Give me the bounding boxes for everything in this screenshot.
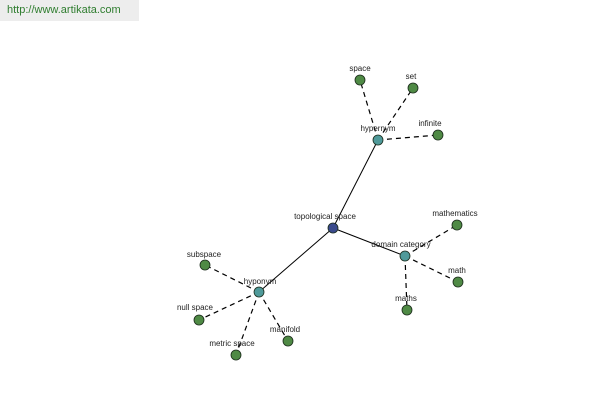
label-maths: maths xyxy=(395,294,417,303)
label-set: set xyxy=(406,72,417,81)
edge-hyponym-null-space xyxy=(198,291,260,321)
node-manifold[interactable] xyxy=(282,335,294,347)
label-subspace: subspace xyxy=(187,250,222,259)
node-subspace[interactable] xyxy=(199,259,211,271)
node-metric-space[interactable] xyxy=(230,349,242,361)
edge-hyponym-subspace xyxy=(204,264,260,293)
source-bar: http://www.artikata.com xyxy=(0,0,139,21)
label-infinite: infinite xyxy=(418,119,442,128)
source-link[interactable]: http://www.artikata.com xyxy=(7,4,121,16)
label-domain-category: domain category xyxy=(371,240,430,249)
label-metric-space: metric space xyxy=(209,339,255,348)
node-topological-space[interactable] xyxy=(327,222,339,234)
label-space: space xyxy=(349,64,371,73)
graph-edges xyxy=(198,79,459,356)
edge-hypernym-set xyxy=(377,87,414,141)
label-math: math xyxy=(448,266,466,275)
node-domain-category[interactable] xyxy=(399,250,411,262)
edge-domain-category-mathematics xyxy=(404,224,458,257)
edge-root-hyponym xyxy=(258,227,334,293)
node-maths[interactable] xyxy=(401,304,413,316)
label-hypernym: hypernym xyxy=(360,124,395,133)
node-null-space[interactable] xyxy=(193,314,205,326)
edge-hypernym-space xyxy=(359,79,379,141)
label-null-space: null space xyxy=(177,303,214,312)
edge-root-hypernym xyxy=(332,139,379,229)
label-topological-space: topological space xyxy=(294,212,356,221)
graph-labels: space set infinite hypernym mathematics math m… xyxy=(177,64,478,348)
graph-nodes xyxy=(193,74,464,361)
label-hyponym: hyponym xyxy=(244,277,277,286)
edge-domain-category-math xyxy=(404,255,459,283)
node-space[interactable] xyxy=(354,74,366,86)
edge-domain-category-maths xyxy=(404,255,408,311)
label-manifold: manifold xyxy=(270,325,300,334)
edge-hypernym-infinite xyxy=(377,134,439,141)
edge-hyponym-manifold xyxy=(258,291,289,342)
node-set[interactable] xyxy=(407,82,419,94)
node-hypernym[interactable] xyxy=(372,134,384,146)
edge-hyponym-metric-space xyxy=(235,291,260,356)
node-math[interactable] xyxy=(452,276,464,288)
label-mathematics: mathematics xyxy=(432,209,477,218)
node-infinite[interactable] xyxy=(432,129,444,141)
node-hyponym[interactable] xyxy=(253,286,265,298)
node-mathematics[interactable] xyxy=(451,219,463,231)
edge-root-domain-category xyxy=(332,227,406,257)
